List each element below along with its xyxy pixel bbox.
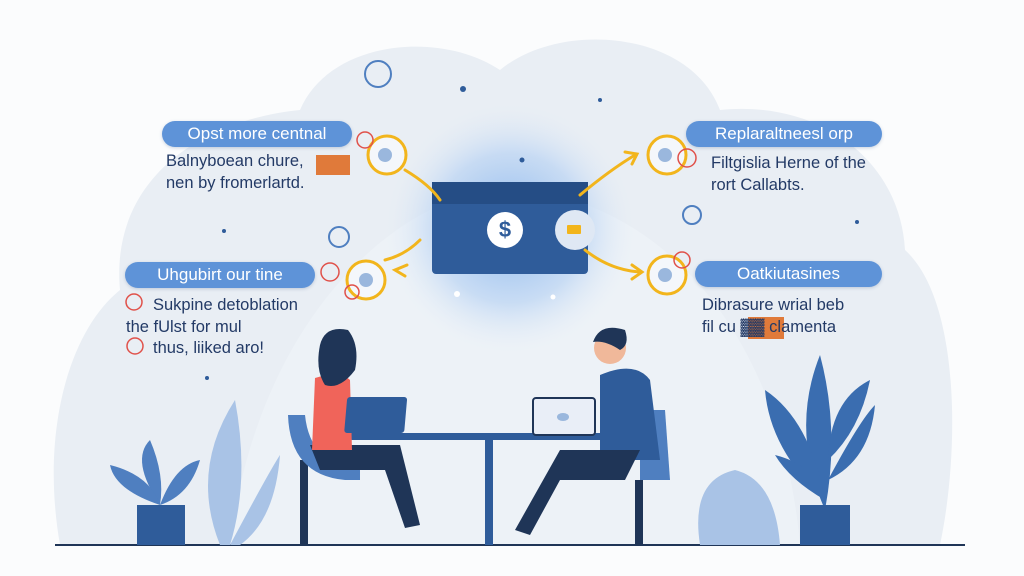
arrows [383, 150, 645, 281]
left-bottom-line: thus, liiked aro! [153, 339, 264, 357]
left-top-title: Opst more centnal [162, 121, 352, 147]
dollar-icon: $ [498, 217, 512, 242]
right-top-line: Filtgislia Herne of the [711, 154, 866, 172]
coin-icon [364, 60, 392, 88]
plant-left [110, 400, 280, 545]
dollar-coin [487, 212, 523, 248]
left-top-line: nen by fromerlartd. [166, 174, 305, 192]
woman-figure [288, 329, 420, 545]
right-bottom-line: Dibrasure wrial beb [702, 296, 845, 314]
right-top-title: Replaraltneesl orp [686, 121, 882, 147]
left-top-line: Balnyboean chure, [166, 152, 304, 170]
left-bottom-title: Uhgubirt our tine [125, 262, 315, 288]
man-figure [515, 327, 670, 545]
plant-right [698, 355, 875, 545]
right-bottom-title: Oatkiutasines [695, 261, 882, 287]
right-top-line: rort Callabts. [711, 176, 805, 194]
left-bottom-line: the fUlst for mul [126, 318, 242, 336]
right-bottom-line: fil cu ▓▓ clamenta [702, 318, 837, 336]
left-bottom-line: Sukpine detoblation [153, 296, 298, 314]
